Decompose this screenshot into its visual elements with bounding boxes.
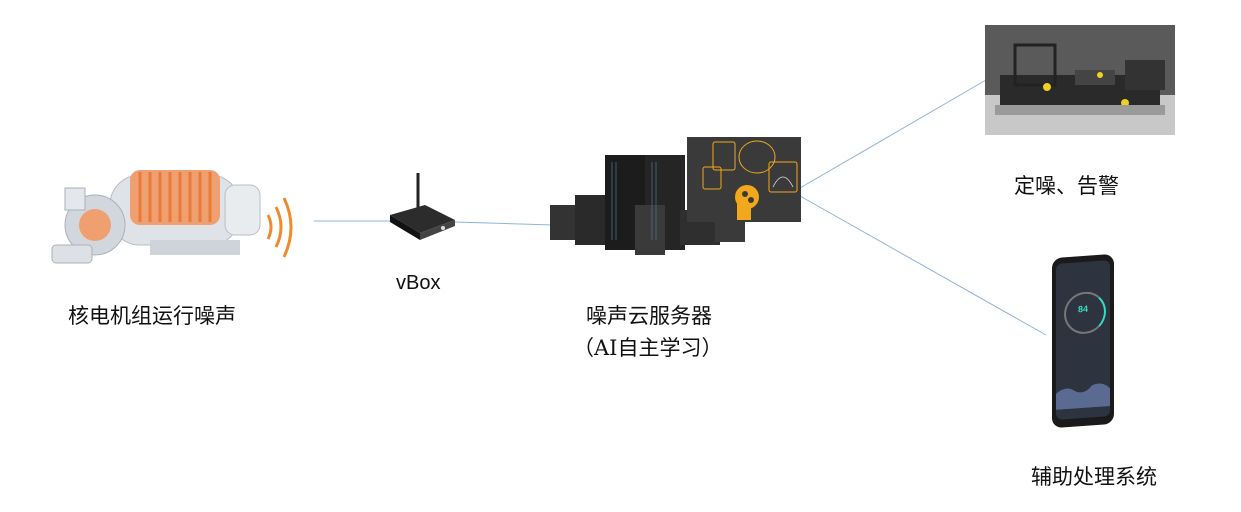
motor-label: 核电机组运行噪声 [68,304,236,328]
phone-illustration: 84 [1052,253,1114,429]
area-chart-icon [1056,383,1110,410]
phone-label: 辅助处理系统 [1031,465,1157,489]
vbox-router-icon [390,173,455,240]
connector-server-phone [799,195,1047,336]
connector-server-alarm [799,79,987,189]
alarm-label: 定噪、告警 [1014,174,1119,198]
server-rack-illustration [550,155,745,255]
sound-wave-icon [266,197,293,258]
noise-alarm-equipment-photo [985,25,1175,135]
server-sublabel: （AI自主学习） [573,336,723,360]
motor-illustration [51,170,261,264]
vbox-label: vBox [396,272,441,294]
server-label: 噪声云服务器 [586,304,712,328]
connector-vbox-server [454,221,554,226]
ai-learning-panel [687,137,801,222]
